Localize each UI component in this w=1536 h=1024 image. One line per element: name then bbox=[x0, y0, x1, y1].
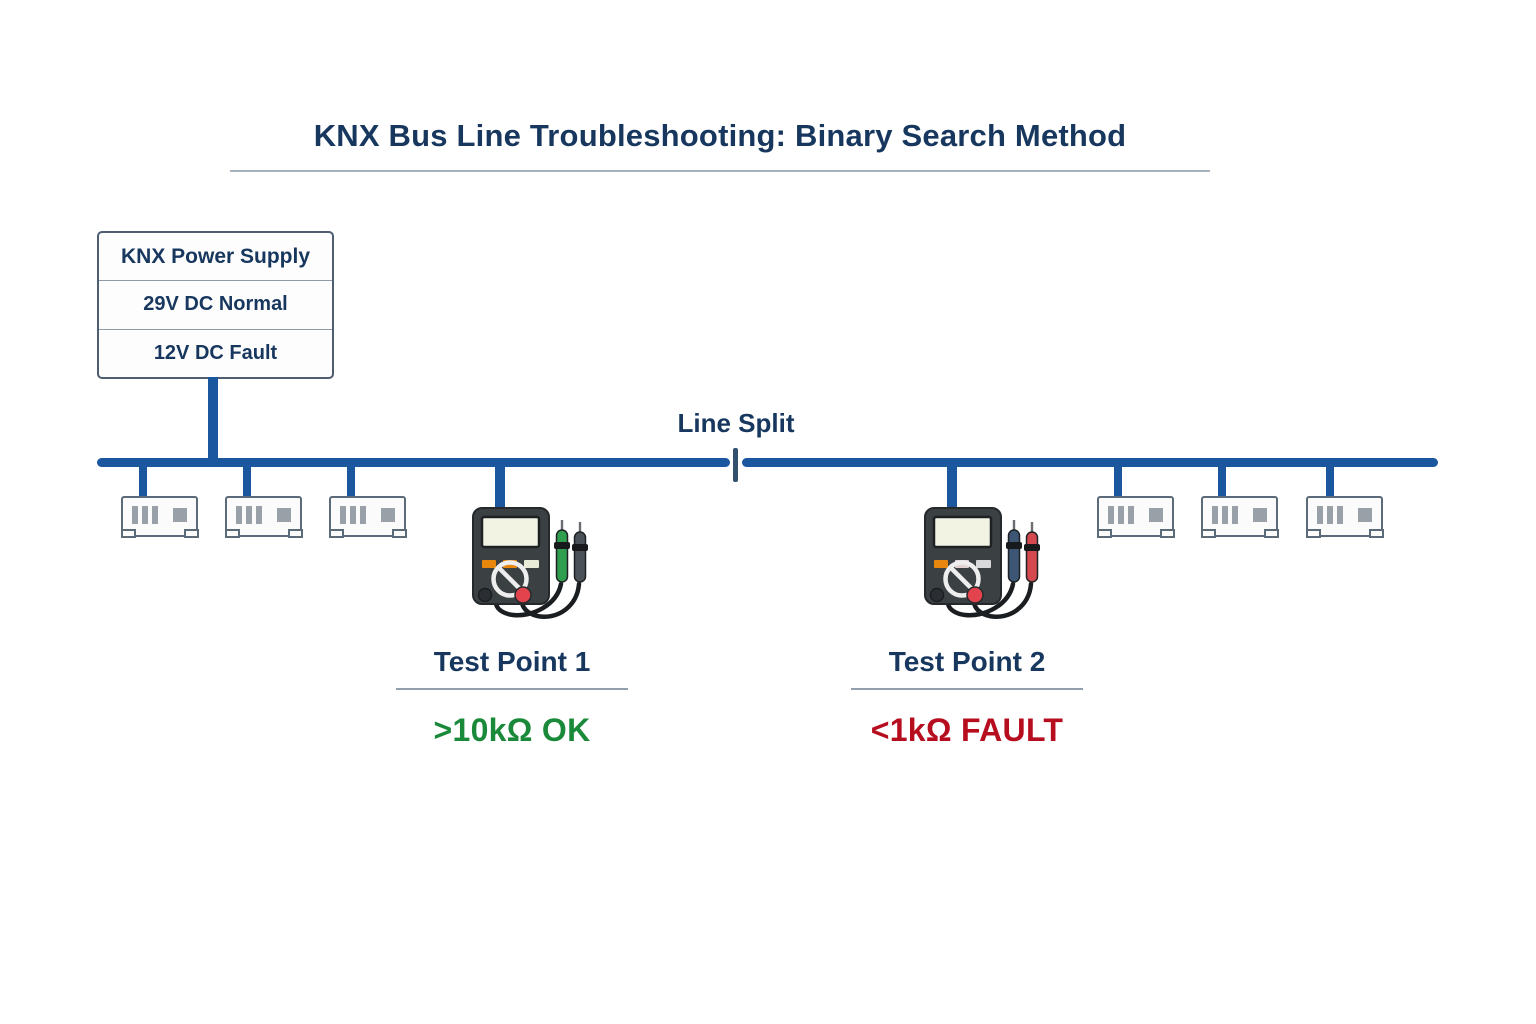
knx-device-icon bbox=[1305, 496, 1384, 538]
meter-button bbox=[524, 560, 539, 568]
power-supply-title: KNX Power Supply bbox=[99, 233, 332, 282]
power-supply-feed-line bbox=[208, 377, 218, 462]
power-supply-fault-voltage: 12V DC Fault bbox=[153, 341, 278, 364]
probe-positive bbox=[1007, 529, 1021, 583]
meter-display bbox=[932, 515, 993, 549]
device-foot bbox=[1200, 528, 1216, 538]
meter-button bbox=[976, 560, 991, 568]
device-foot bbox=[1159, 528, 1175, 538]
bus-line-right-segment bbox=[742, 458, 1438, 467]
line-split-label: Line Split bbox=[677, 408, 795, 438]
title-divider bbox=[230, 170, 1210, 172]
device-port-square bbox=[277, 508, 291, 522]
device-foot bbox=[391, 528, 407, 538]
page-title: KNX Bus Line Troubleshooting: Binary Sea… bbox=[313, 118, 1127, 153]
device-drop-line bbox=[243, 462, 251, 500]
meter-port-common bbox=[929, 587, 945, 603]
test-point-2-divider bbox=[851, 688, 1083, 690]
multimeter-icon bbox=[924, 507, 1040, 619]
device-drop-line bbox=[1114, 462, 1122, 500]
device-foot bbox=[287, 528, 303, 538]
device-foot bbox=[1096, 528, 1112, 538]
test-point-2-block: Test Point 2 <1kΩ FAULT bbox=[842, 646, 1092, 749]
knx-device-icon bbox=[328, 496, 407, 538]
knx-device-icon bbox=[1200, 496, 1279, 538]
multimeter-icon bbox=[472, 507, 588, 619]
power-supply-normal-voltage: 29V DC Normal bbox=[99, 281, 332, 330]
power-supply-box: KNX Power Supply 29V DC Normal 12V DC Fa… bbox=[97, 231, 334, 379]
test-point-2-label: Test Point 2 bbox=[888, 646, 1046, 677]
knx-device-icon bbox=[120, 496, 199, 538]
device-terminal-bars bbox=[340, 506, 366, 524]
bus-line-left-segment bbox=[97, 458, 730, 467]
device-foot bbox=[1368, 528, 1384, 538]
device-terminal-bars bbox=[1108, 506, 1134, 524]
device-foot bbox=[1305, 528, 1321, 538]
device-port-square bbox=[173, 508, 187, 522]
meter-button bbox=[934, 560, 948, 568]
probe-negative bbox=[1025, 531, 1039, 583]
device-terminal-bars bbox=[1212, 506, 1238, 524]
device-drop-line bbox=[1326, 462, 1334, 500]
device-foot bbox=[328, 528, 344, 538]
device-terminal-bars bbox=[236, 506, 262, 524]
test-point-2-reading: <1kΩ FAULT bbox=[870, 712, 1064, 748]
test-point-1-divider bbox=[396, 688, 628, 690]
meter-dial bbox=[491, 560, 529, 598]
line-split-tick bbox=[733, 448, 738, 482]
knx-device-icon bbox=[1096, 496, 1175, 538]
device-foot bbox=[120, 528, 136, 538]
test-point-1-block: Test Point 1 >10kΩ OK bbox=[387, 646, 637, 749]
device-port-square bbox=[1149, 508, 1163, 522]
device-terminal-bars bbox=[1317, 506, 1343, 524]
device-foot bbox=[1263, 528, 1279, 538]
knx-device-icon bbox=[224, 496, 303, 538]
probe-positive bbox=[555, 529, 569, 583]
meter-port-common bbox=[477, 587, 493, 603]
meter-port-probe bbox=[966, 586, 984, 604]
header: KNX Bus Line Troubleshooting: Binary Sea… bbox=[230, 118, 1210, 172]
device-foot bbox=[183, 528, 199, 538]
probe-negative bbox=[573, 531, 587, 583]
meter-drop-line bbox=[495, 462, 505, 510]
meter-dial bbox=[943, 560, 981, 598]
device-port-square bbox=[1253, 508, 1267, 522]
device-foot bbox=[224, 528, 240, 538]
test-point-1-label: Test Point 1 bbox=[433, 646, 591, 677]
device-drop-line bbox=[139, 462, 147, 500]
meter-button bbox=[482, 560, 496, 568]
test-point-1-reading: >10kΩ OK bbox=[433, 712, 591, 748]
device-drop-line bbox=[1218, 462, 1226, 500]
device-terminal-bars bbox=[132, 506, 158, 524]
device-port-square bbox=[1358, 508, 1372, 522]
device-port-square bbox=[381, 508, 395, 522]
meter-display bbox=[480, 515, 541, 549]
device-drop-line bbox=[347, 462, 355, 500]
meter-drop-line bbox=[947, 462, 957, 510]
meter-port-probe bbox=[514, 586, 532, 604]
